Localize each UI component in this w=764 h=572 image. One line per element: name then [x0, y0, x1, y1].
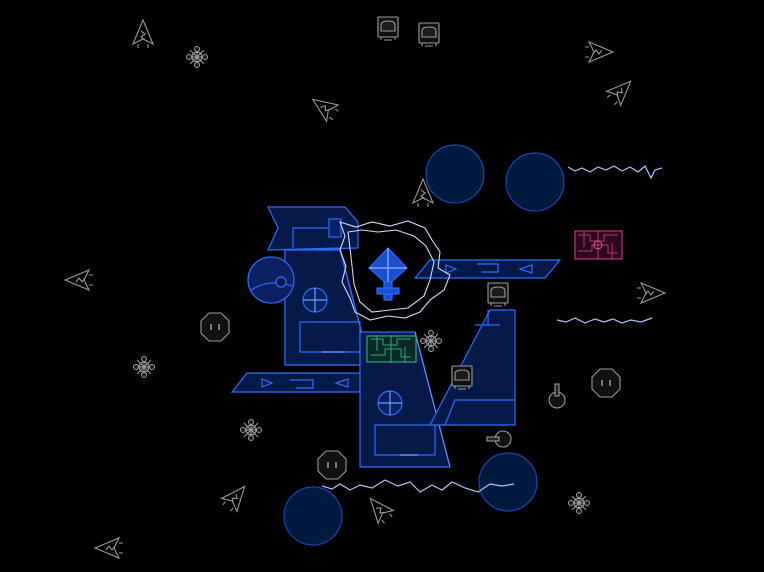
lightning-arc: [567, 165, 663, 180]
powerup-magenta[interactable]: [574, 230, 623, 260]
lightning-arcs: [321, 165, 663, 493]
dart-ship-icon: [218, 479, 253, 515]
energy-bubble-icon: [425, 144, 485, 204]
energy-bubble-icon: [478, 452, 538, 512]
energy-bubble-icon: [283, 486, 343, 546]
turret-icon: [486, 430, 512, 448]
energy-bubbles: [283, 144, 565, 546]
lower-chassis: [359, 331, 451, 468]
dart-ships: [64, 19, 666, 559]
dart-ship-icon: [94, 537, 124, 559]
energy-bubble-icon: [505, 152, 565, 212]
pod-icon: [418, 22, 440, 47]
octo-drone-icon: [317, 450, 347, 480]
dart-ship-icon: [584, 41, 614, 63]
lightning-shield: [339, 220, 451, 321]
pod-icon: [451, 365, 473, 390]
spore-mine-icon: [240, 419, 262, 441]
pod-icon: [377, 16, 399, 41]
octo-drone-icon: [200, 312, 230, 342]
right-wing: [413, 259, 562, 279]
spore-mine-icon: [568, 492, 590, 514]
dart-ship-icon: [64, 269, 94, 291]
spore-mine-icon: [420, 330, 442, 352]
lightning-arc: [556, 317, 653, 324]
left-wing: [230, 372, 377, 393]
dart-ship-icon: [603, 73, 639, 109]
dart-ship-icon: [306, 90, 342, 125]
dart-ship-icon: [636, 282, 666, 304]
lightning-arc: [321, 479, 515, 493]
spore-mine-icon: [186, 46, 208, 68]
shoulder-dome: [247, 256, 295, 304]
core-beacon: [368, 247, 408, 301]
spore-mine-icon: [133, 356, 155, 378]
pod-icon: [487, 282, 509, 307]
dart-ship-icon: [132, 19, 154, 49]
upper-chassis: [267, 206, 371, 366]
octo-drone-icon: [591, 368, 621, 398]
powerup-teal[interactable]: [366, 334, 417, 364]
turret-icon: [548, 383, 566, 409]
dart-ship-icon: [362, 491, 397, 527]
